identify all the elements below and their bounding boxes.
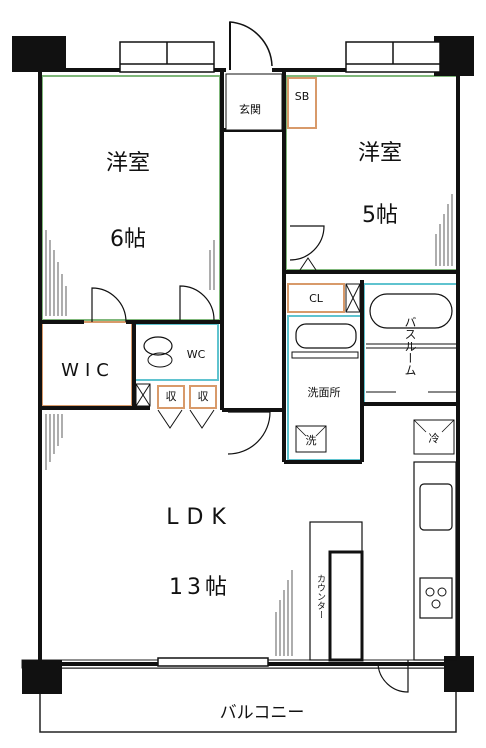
walls: [38, 68, 460, 666]
wc-label: WC: [187, 348, 206, 361]
wic-label: WIC: [61, 360, 115, 381]
ldk-size: 13帖: [169, 575, 231, 600]
western-room-6-name: 洋室: [106, 151, 150, 176]
toilet: WC: [135, 336, 206, 407]
storage-2-label: 収: [198, 390, 209, 403]
kitchen: カウンター 冷: [309, 419, 457, 662]
counter-label: カウンター: [315, 574, 326, 619]
washer-label: 洗: [306, 434, 317, 447]
shoe-box-outline: [287, 77, 317, 129]
washroom: 洗面所 洗: [291, 323, 359, 453]
ldk: LDK 13帖: [45, 411, 409, 693]
bathroom: バスルーム: [366, 293, 456, 393]
balcony: バルコニー: [21, 659, 459, 733]
closet: CL: [309, 283, 361, 313]
closet-outline: [287, 283, 345, 313]
storage-1-outline: [157, 385, 185, 409]
western-room-6: 洋室 6帖: [45, 151, 215, 323]
western-room-5-outline: [285, 75, 459, 271]
storage-2-outline: [189, 385, 217, 409]
balcony-label: バルコニー: [220, 703, 305, 723]
western-room-6-size: 6帖: [110, 227, 146, 252]
storage-1-label: 収: [166, 390, 177, 403]
bathroom-label: バスルーム: [403, 316, 417, 376]
ldk-name: LDK: [166, 505, 234, 530]
structural-columns: [12, 36, 474, 694]
storage-doors: [157, 409, 215, 429]
shoe-box-label: SB: [295, 90, 310, 103]
western-room-5-name: 洋室: [358, 141, 402, 166]
western-room-6-outline: [41, 75, 221, 321]
western-room-5-size: 5帖: [362, 203, 398, 228]
closet-label: CL: [309, 292, 324, 305]
western-room-5: 洋室 5帖: [289, 141, 453, 271]
refrigerator-label: 冷: [429, 432, 440, 445]
entrance: 玄関: [225, 21, 283, 131]
washroom-label: 洗面所: [308, 386, 341, 399]
windows: [119, 41, 441, 667]
walk-in-closet: WIC: [61, 360, 115, 381]
entrance-label: 玄関: [239, 102, 261, 116]
